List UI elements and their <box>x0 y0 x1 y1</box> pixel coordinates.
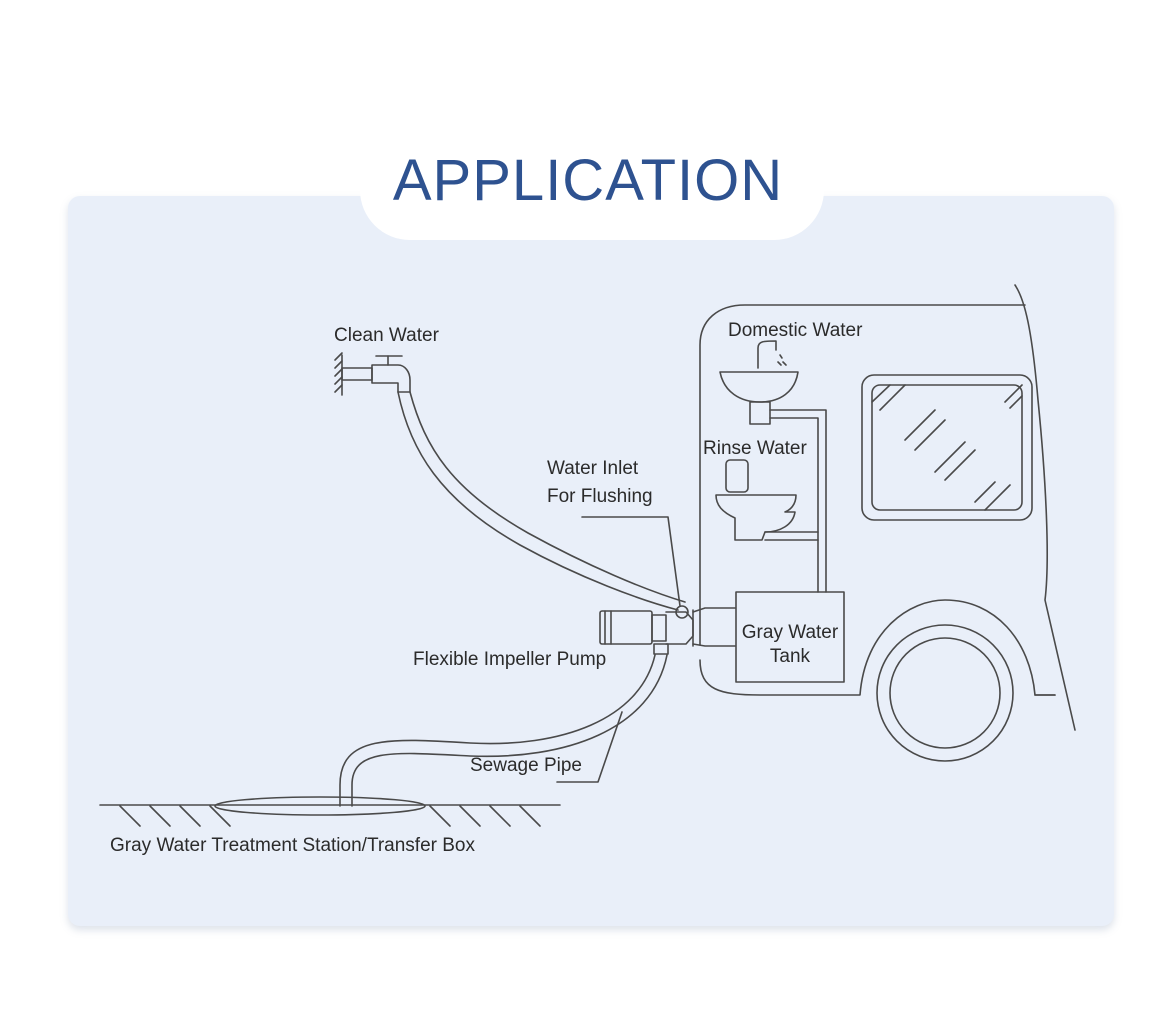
label-domestic-water: Domestic Water <box>728 320 863 341</box>
fixture-pipes <box>764 409 827 593</box>
treatment-station <box>214 796 426 816</box>
wheel-icon <box>876 624 1014 762</box>
label-clean-water: Clean Water <box>334 325 440 346</box>
label-station: Gray Water Treatment Station/Transfer Bo… <box>110 835 475 856</box>
pump-icon <box>599 605 736 655</box>
label-water-inlet-1: Water Inlet <box>547 458 639 479</box>
page-title: APPLICATION <box>392 148 784 213</box>
faucet-icon <box>334 352 411 396</box>
label-sewage-pipe: Sewage Pipe <box>470 755 582 776</box>
window-icon <box>861 374 1033 521</box>
sink-icon <box>719 340 799 425</box>
title-tab <box>360 140 824 240</box>
label-pump: Flexible Impeller Pump <box>413 649 606 670</box>
clean-water-hose <box>397 391 686 611</box>
label-water-inlet-2: For Flushing <box>547 486 653 507</box>
toilet-icon <box>715 459 797 541</box>
vehicle-body <box>699 284 1076 731</box>
sewage-pipe <box>339 654 668 807</box>
ground-line <box>99 804 561 827</box>
gray-water-tank <box>735 591 845 683</box>
leader-lines <box>556 516 681 783</box>
label-gray-tank-2: Tank <box>770 646 811 667</box>
label-rinse-water: Rinse Water <box>703 438 807 459</box>
label-gray-tank-1: Gray Water <box>742 622 839 643</box>
